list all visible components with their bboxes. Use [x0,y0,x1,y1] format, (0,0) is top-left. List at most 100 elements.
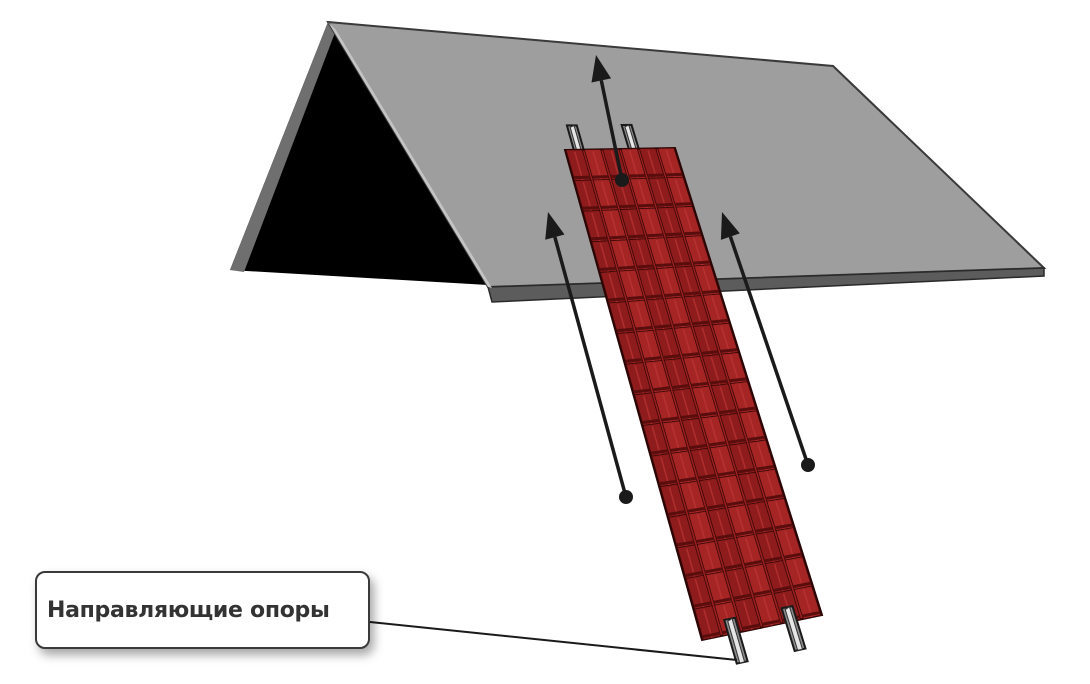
tile-highlight [573,151,584,181]
tile-highlight [674,179,685,208]
tile-lip [687,506,706,513]
tile-highlight [734,571,744,600]
tile-highlight [775,501,786,530]
tile-highlight [645,270,656,300]
tile-highlight [701,327,712,356]
tile-highlight [702,267,713,295]
tile-lip [802,610,821,618]
tile-highlight [617,304,627,334]
tile-lip [747,435,766,442]
dot-icon [615,173,629,187]
tile-highlight [745,537,755,567]
tile-lip [720,348,738,353]
callout-box: Направляющие опоры [35,571,370,649]
tile-lip [626,295,644,301]
tile-highlight [599,243,610,273]
tile-highlight [700,388,711,418]
roof-gable [230,22,488,285]
tile-lip [684,231,701,236]
tile-lip [792,581,812,589]
tile-lip [756,464,775,471]
tile-lip [715,533,734,540]
tile-lip [699,411,718,417]
tile-highlight [746,475,757,504]
tile-lip [753,589,772,596]
tile-highlight [674,238,685,267]
tile-highlight [692,297,703,327]
tile-highlight [646,210,657,239]
tile-highlight [665,209,676,238]
tile-lip [678,476,697,483]
tile-lip [635,325,653,331]
tile-lip [773,585,792,593]
tile-highlight [682,329,693,358]
tile-highlight [703,609,713,639]
tile-lip [684,570,703,578]
tile-highlight [664,269,675,298]
tile-lip [637,203,655,208]
tile-highlight [738,384,749,413]
tile-highlight [691,359,702,388]
tile-highlight [663,331,674,360]
tile-highlight [635,302,646,332]
tile-highlight [753,567,764,596]
tile-lip [642,418,660,425]
tile-lip [691,381,709,387]
tile-lip [717,470,736,477]
tile-highlight [627,272,637,302]
tile-lip [719,409,737,415]
tile-highlight [625,334,636,364]
tile-lip [713,597,732,604]
tile-highlight [685,548,696,578]
tile-highlight [628,210,639,240]
tile-lip [764,556,783,563]
tile-highlight [793,560,804,588]
tile-highlight [647,150,658,179]
tile-highlight [677,517,687,547]
tile-highlight [718,448,729,477]
tile-lip [701,350,719,355]
tile-highlight [629,150,639,179]
tile-lip [729,377,747,383]
tile-lip [659,479,677,486]
tile-highlight [655,239,666,269]
tile-lip [616,327,634,333]
tile-lip [737,467,755,474]
tile-lip [609,235,627,240]
tile-highlight [719,386,730,415]
callout-label: Направляющие опоры [47,597,330,623]
tile-highlight [743,601,753,630]
tile-lip [590,236,608,241]
tile-highlight [592,151,602,180]
tile-highlight [609,211,620,241]
tile-lip [680,413,699,420]
tile-lip [704,567,723,574]
tile-highlight [737,445,748,474]
tile-lip [655,263,673,268]
tile-highlight [681,391,691,420]
arrow-up-icon [545,212,565,240]
tile-highlight [710,356,721,386]
tile-lip [664,292,682,298]
tile-lip [674,261,692,266]
tile-lip [656,202,673,207]
tile-highlight [608,273,618,303]
tile-lip [671,384,690,389]
tile-highlight [736,507,746,537]
tile-highlight [694,578,705,608]
tile-lip [698,473,716,480]
tile-lip [676,540,695,547]
tile-highlight [662,393,672,423]
arrows [545,55,815,504]
tile-lip [742,623,761,630]
tile-highlight [651,426,662,456]
tile-lip [608,297,625,302]
guide-rail-left-bottom-slot [727,617,746,664]
callout-leader-line [369,621,738,661]
tile-lip [726,500,745,507]
dot-icon [619,490,633,504]
tile-lip [683,291,701,296]
tile-lip [696,537,714,544]
tile-highlight [728,416,739,445]
